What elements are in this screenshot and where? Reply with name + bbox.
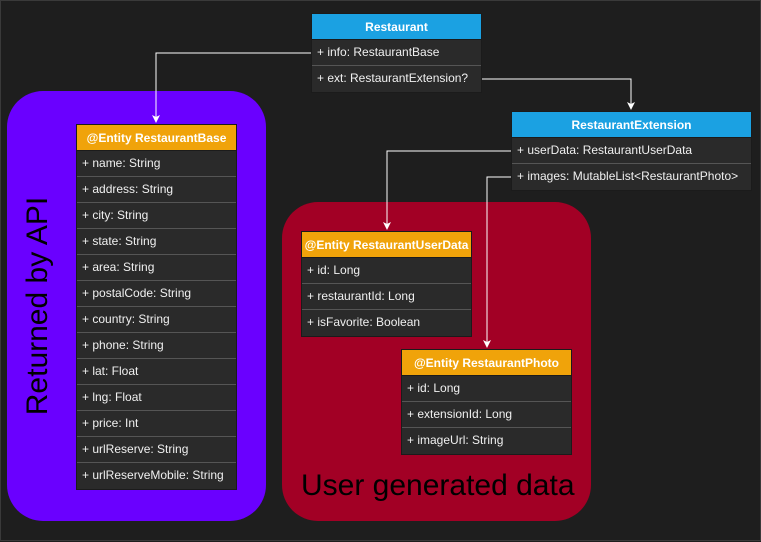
extension-field: + images: MutableList<RestaurantPhoto>	[517, 169, 739, 183]
base-field: + area: String	[77, 255, 236, 281]
photo-field: + extensionId: Long	[402, 402, 571, 428]
photo-field: + id: Long	[402, 376, 571, 402]
base-field: + city: String	[77, 203, 236, 229]
class-restaurant-extension-title: RestaurantExtension	[512, 112, 751, 138]
restaurant-field: + info: RestaurantBase	[312, 40, 481, 66]
base-field: + price: Int	[77, 411, 236, 437]
base-field: + urlReserve: String	[77, 437, 236, 463]
region-label-api: Returned by API	[21, 196, 54, 416]
base-field: + country: String	[77, 307, 236, 333]
entity-restaurant-photo-title: @Entity RestaurantPhoto	[402, 350, 571, 376]
base-field: + name: String	[77, 151, 236, 177]
entity-restaurant-photo: @Entity RestaurantPhoto + id: Long+ exte…	[401, 349, 572, 455]
base-field: + phone: String	[77, 333, 236, 359]
photo-field: + imageUrl: String	[407, 433, 504, 447]
base-field: + urlReserveMobile: String	[82, 468, 224, 482]
region-label-user: User generated data	[301, 469, 575, 502]
class-restaurant: Restaurant + info: RestaurantBase + ext: …	[311, 13, 482, 93]
entity-restaurant-user-data: @Entity RestaurantUserData + id: Long+ r…	[301, 231, 472, 337]
connector-ext-to-extension	[482, 78, 635, 110]
restaurant-field: + ext: RestaurantExtension?	[317, 71, 469, 85]
base-field: + postalCode: String	[77, 281, 236, 307]
entity-restaurant-user-data-title: @Entity RestaurantUserData	[302, 232, 471, 258]
class-restaurant-title: Restaurant	[312, 14, 481, 40]
base-field: + address: String	[77, 177, 236, 203]
userdata-field: + id: Long	[302, 258, 471, 284]
userdata-field: + restaurantId: Long	[302, 284, 471, 310]
base-field: + lat: Float	[77, 359, 236, 385]
extension-field: + userData: RestaurantUserData	[512, 138, 751, 164]
class-restaurant-extension: RestaurantExtension + userData: Restaura…	[511, 111, 752, 191]
userdata-field: + isFavorite: Boolean	[307, 315, 421, 329]
entity-restaurant-base: @Entity RestaurantBase + name: String+ a…	[76, 124, 237, 490]
base-field: + state: String	[77, 229, 236, 255]
entity-restaurant-base-title: @Entity RestaurantBase	[77, 125, 236, 151]
base-field: + lng: Float	[77, 385, 236, 411]
